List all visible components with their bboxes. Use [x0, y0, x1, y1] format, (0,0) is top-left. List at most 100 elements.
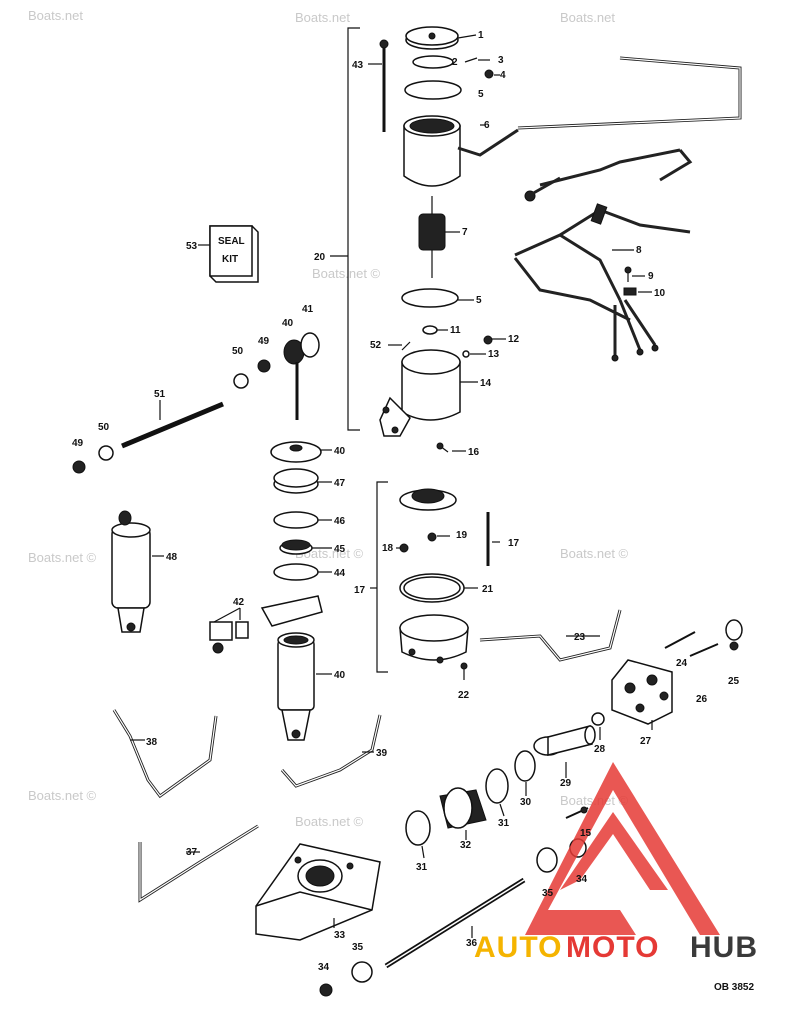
trim-cylinder [111, 510, 164, 633]
callout-label: 36 [466, 938, 478, 949]
callout-label: 24 [676, 658, 688, 669]
lower-mount [255, 843, 381, 941]
fitting [483, 335, 493, 345]
callout-label: 5 [478, 89, 484, 100]
watermark: Boats.net © [312, 266, 381, 281]
hydraulic-tube [280, 714, 382, 788]
drawing-code: OB 3852 [714, 982, 754, 993]
group-bracket-20 [330, 27, 360, 431]
brand-text: AUTO [474, 931, 562, 964]
brand-logo-mark [560, 812, 668, 890]
seal-kit-box: SEAL KIT [198, 225, 259, 283]
callout-label: 16 [468, 447, 480, 458]
watermark: Boats.net © [28, 788, 97, 803]
screw [565, 806, 589, 819]
o-ring [404, 80, 462, 100]
hydraulic-tube [138, 824, 259, 903]
callout-label: 10 [654, 288, 666, 299]
callout-label: 42 [233, 597, 245, 608]
cylinder-sleeve [439, 787, 487, 840]
callout-label: 15 [580, 828, 592, 839]
tilt-cylinder [260, 595, 332, 741]
callout-label: 33 [334, 930, 346, 941]
callout-label: 23 [574, 632, 586, 643]
callout-labels: 1 2 3 4 5 6 43 7 8 9 10 20 53 5 11 12 13… [72, 30, 740, 973]
motor-end-cap [405, 26, 477, 50]
long-pin [121, 401, 224, 449]
callout-label: 13 [488, 349, 500, 360]
o-ring [405, 810, 431, 846]
callout-label: 40 [282, 318, 294, 329]
callout-label: 12 [508, 334, 520, 345]
hydraulic-tube [479, 609, 622, 662]
callout-label: 34 [318, 962, 330, 973]
callout-label: 50 [232, 346, 244, 357]
o-ring [401, 288, 459, 308]
callout-label: 26 [696, 694, 708, 705]
callout-label: 39 [376, 748, 388, 759]
callout-label: 11 [450, 325, 461, 336]
callout-label: 49 [258, 336, 270, 347]
brand-logo-mark [525, 762, 720, 935]
callout-label: 53 [186, 241, 198, 252]
terminal-screw [623, 266, 652, 296]
callout-label: 35 [352, 942, 364, 953]
callout-label: 43 [352, 60, 364, 71]
seal-kit-label: KIT [222, 254, 238, 265]
callout-label: 21 [482, 584, 494, 595]
callout-label: 49 [72, 438, 84, 449]
o-ring [485, 768, 509, 804]
callout-label: 50 [98, 422, 110, 433]
pump-assembly [396, 488, 500, 680]
o-ring [591, 712, 605, 726]
callout-label: 32 [460, 840, 472, 851]
callout-label: 3 [498, 55, 504, 66]
manifold [611, 659, 673, 730]
callout-label: 38 [146, 737, 158, 748]
watermark: Boats.net [560, 10, 615, 25]
mounting-bracket [209, 607, 249, 654]
o-ring [412, 55, 454, 69]
callout-label: 14 [480, 378, 492, 389]
watermark: Boats.net [295, 10, 350, 25]
callout-label: 52 [370, 340, 382, 351]
callout-label: 20 [314, 252, 326, 263]
callout-label: 47 [334, 478, 346, 489]
callout-label: 1 [478, 30, 484, 41]
callout-label: 8 [636, 245, 642, 256]
callout-label: 44 [334, 568, 346, 579]
brand-text: HUB [690, 931, 758, 964]
callout-label: 51 [154, 389, 166, 400]
o-ring [514, 750, 536, 782]
washer [462, 350, 470, 358]
callout-label: 35 [542, 888, 554, 899]
callout-label: 4 [500, 70, 506, 81]
callout-label: 18 [382, 543, 394, 554]
callout-label: 28 [594, 744, 606, 755]
callout-label: 41 [302, 304, 314, 315]
callout-label: 5 [476, 295, 482, 306]
brand-logo: AUTO MOTO HUB [474, 762, 758, 964]
callout-label: 31 [416, 862, 428, 873]
callout-label: 27 [640, 736, 652, 747]
callout-label: 45 [334, 544, 346, 555]
callout-label: 25 [728, 676, 740, 687]
callout-label: 19 [456, 530, 468, 541]
callout-label: 46 [334, 516, 346, 527]
armature [418, 196, 460, 278]
callout-label: 48 [166, 552, 178, 563]
pivot-pin [283, 332, 320, 420]
callout-label: 40 [334, 446, 346, 457]
screws-24-26 [664, 619, 743, 657]
watermark: Boats.net © [560, 546, 629, 561]
callout-label: 34 [576, 874, 588, 885]
nut-washer [72, 359, 271, 474]
hydraulic-tube [112, 709, 218, 799]
callout-label: 17 [354, 585, 366, 596]
drive-shaft [384, 877, 526, 969]
watermark: Boats.net [28, 8, 83, 23]
seal-kit-label: SEAL [218, 236, 245, 247]
watermark: Boats.net © [28, 550, 97, 565]
wire-harness [513, 56, 742, 362]
